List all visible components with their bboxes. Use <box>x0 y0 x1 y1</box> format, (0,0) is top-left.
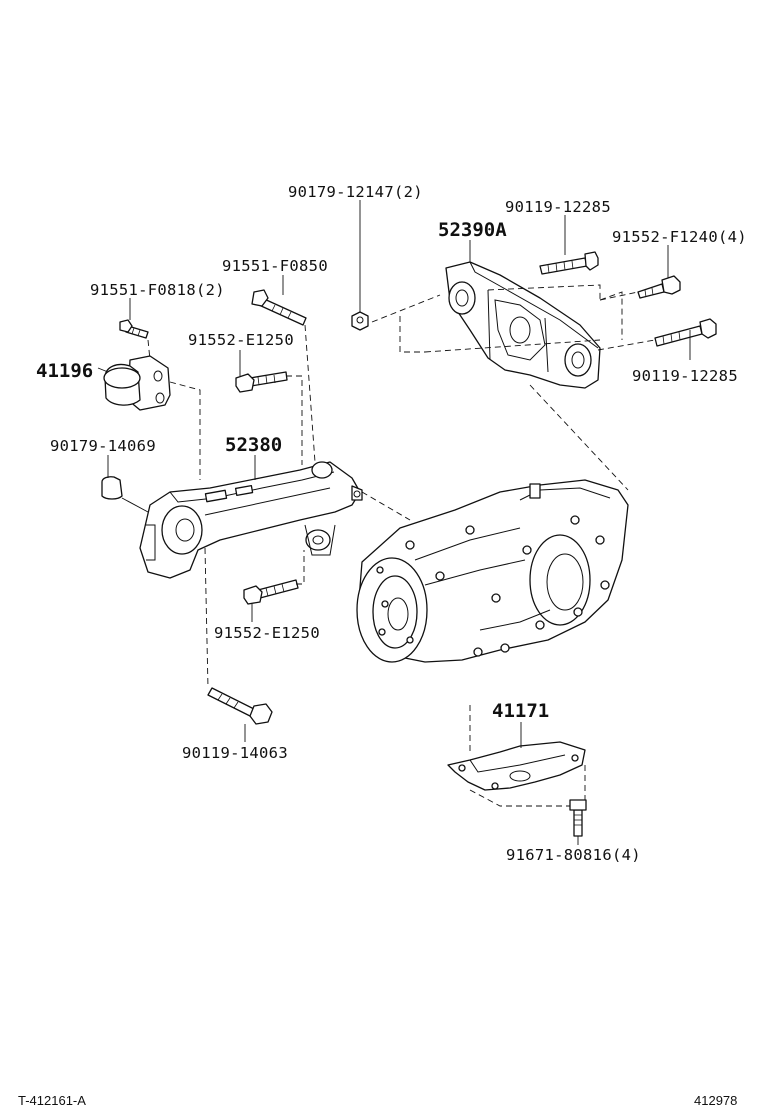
bolt-91551-f0818 <box>119 319 149 339</box>
bolt-90119-14063 <box>207 687 273 725</box>
label-52390a: 52390A <box>438 219 507 241</box>
bolt-90119-12285-right <box>654 318 717 347</box>
leader-lines <box>97 200 691 845</box>
label-91552-e1250-bottom: 91552-E1250 <box>214 624 320 642</box>
plate-41171 <box>447 741 586 791</box>
label-90179-12147: 90179-12147(2) <box>288 183 423 201</box>
label-91551-f0850: 91551-F0850 <box>222 257 328 275</box>
label-90119-12285-top: 90119-12285 <box>505 198 611 216</box>
figure-code: T-412161-A <box>18 1093 86 1108</box>
alignment-lines <box>147 284 656 807</box>
nut-90179-14069 <box>101 476 123 500</box>
support-member-52380 <box>139 461 363 579</box>
bolt-91671-80816 <box>569 799 587 837</box>
label-91552-e1250-top: 91552-E1250 <box>188 331 294 349</box>
bolt-91551-f0850 <box>251 289 307 326</box>
label-91671-80816: 91671-80816(4) <box>506 846 641 864</box>
rear-mount-bracket-52390a <box>445 261 601 389</box>
bolt-91552-e1250-top <box>235 371 288 393</box>
nut-90179-12147 <box>351 311 369 331</box>
bolt-91552-e1250-bottom <box>243 579 299 605</box>
label-90119-12285-right: 90119-12285 <box>632 367 738 385</box>
label-41171: 41171 <box>492 700 549 722</box>
bolt-90119-12285-top <box>539 251 599 275</box>
label-90119-14063: 90119-14063 <box>182 744 288 762</box>
page-number: 412978 <box>694 1093 737 1108</box>
label-91552-f1240: 91552-F1240(4) <box>612 228 747 246</box>
label-91551-f0818: 91551-F0818(2) <box>90 281 225 299</box>
mount-cushion-41196 <box>103 355 171 411</box>
bolt-91552-f1240 <box>637 275 681 299</box>
label-90179-14069: 90179-14069 <box>50 437 156 455</box>
label-52380: 52380 <box>225 434 282 456</box>
label-41196: 41196 <box>36 360 93 382</box>
differential-housing <box>356 479 629 663</box>
